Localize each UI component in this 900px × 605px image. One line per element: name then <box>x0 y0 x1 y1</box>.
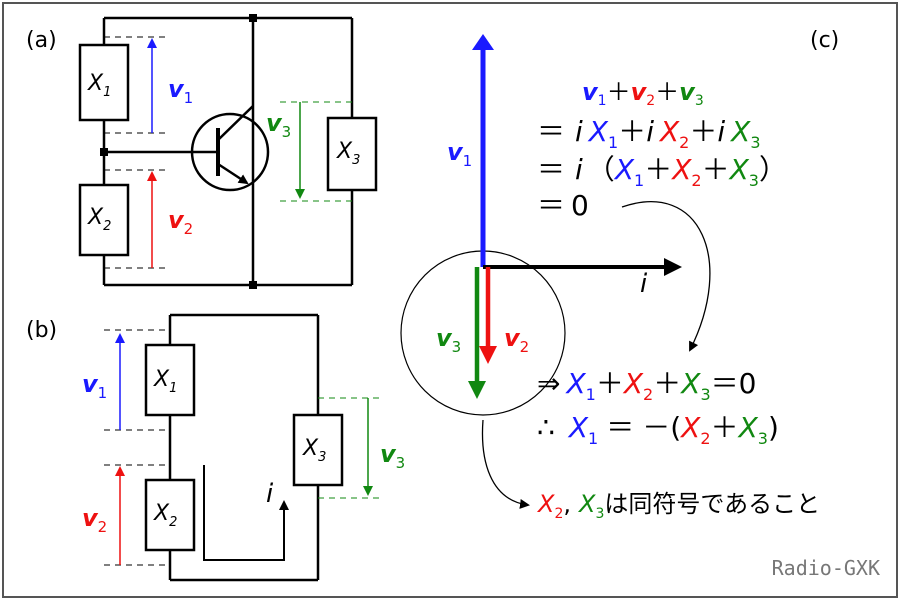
watermark: Radio-GXK <box>772 556 880 580</box>
x2-a-label: X2 <box>87 205 111 234</box>
impedance-x3-a <box>326 116 378 192</box>
impedance-x2-a <box>78 183 130 257</box>
x1-b-label: X1 <box>153 367 177 396</box>
eq-line-4: ＝0 <box>537 189 589 222</box>
impedance-x1-b <box>144 343 196 417</box>
impedance-x2-b <box>144 478 196 552</box>
transistor-symbol <box>190 112 270 192</box>
x2-b-label: X2 <box>153 501 177 530</box>
panel-label-c: (c) <box>810 28 839 53</box>
v1-a-label: v1 <box>168 75 193 107</box>
impedance-x1-a <box>78 43 130 122</box>
eq-line-6: ∴X1＝－(X2＋X3) <box>537 411 779 448</box>
current-i-b: i <box>266 479 274 509</box>
v1-c-label: v1 <box>447 138 472 170</box>
v2-b-label: v2 <box>82 504 107 536</box>
conclusion-arrow <box>481 419 530 509</box>
panel-label-b: (b) <box>26 318 57 343</box>
eq-line-5: ⇒X1＋X2＋X3＝0 <box>537 367 756 404</box>
x1-a-label: X1 <box>87 71 111 100</box>
circuit-a: (a) X1 X2 X3 <box>26 14 378 289</box>
panel-label-a: (a) <box>26 28 57 53</box>
conclusion-text: X2,X3は同符号であること <box>536 490 820 522</box>
v3-b-label: v3 <box>380 440 405 472</box>
v3-c-label: v3 <box>436 324 461 356</box>
v2-c-label: v2 <box>504 324 529 356</box>
impedance-x3-b <box>292 413 344 487</box>
v1-b-label: v1 <box>82 370 107 402</box>
x3-b-label: X3 <box>302 436 326 465</box>
v2-a-label: v2 <box>168 206 193 238</box>
eq-line-3: ＝i（X1＋X2＋X3） <box>537 153 787 190</box>
eq-line-1: v1＋v2＋v3 <box>582 78 704 109</box>
x3-a-label: X3 <box>336 139 360 168</box>
i-c-label: i <box>640 269 648 299</box>
circuit-b: (b) i X1 X2 X3 <box>26 313 405 582</box>
implication-arrow <box>621 201 711 352</box>
v3-a-label: v3 <box>266 109 291 141</box>
